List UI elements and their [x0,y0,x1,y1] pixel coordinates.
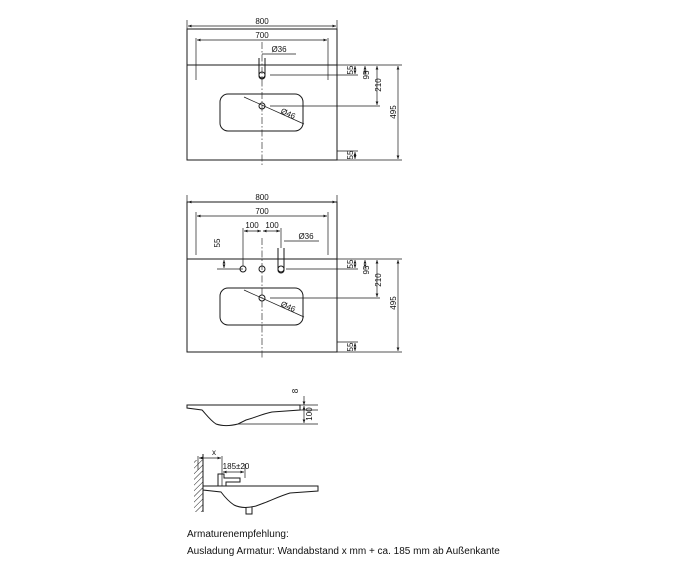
wall-hatch [194,460,203,512]
dim-800-label: 800 [255,193,269,202]
dim-95-label: 95 [362,265,371,274]
dim-700-label: 700 [255,207,269,216]
dim-55-bottom-label: 55 [346,342,355,351]
dim-95-label: 95 [362,70,371,79]
tap-hole-center [258,265,266,273]
drain-pipe [245,507,253,515]
dim-495-label: 495 [389,296,398,310]
drain-hole-dim-label: Ø46 [279,300,297,315]
dim-100-label: 100 [305,407,314,421]
dim-495-label: 495 [389,105,398,119]
fitting-projection-note: Ausladung Armatur: Wandabstand x mm + ca… [187,546,500,557]
tap-hole-right-slot [277,248,285,274]
tap-hole-right [277,265,285,273]
top-view-three-hole: 800 700 100 100 55 Ø36 Ø46 [186,193,402,358]
wall-mount-view: x 185±20 [194,448,319,515]
top-view-single-hole: 800 700 Ø36 Ø46 55 95 210 495 55 [186,17,402,166]
bowl-outline [219,287,304,326]
dim-55-offset-label: 55 [213,238,222,247]
dim-700-label: 700 [255,31,269,40]
tap-hole-dim-label: Ø36 [298,232,314,241]
bowl-outline [219,93,304,132]
tap-hole-left [239,265,247,273]
dim-55-top-label: 55 [346,65,355,74]
dim-8-label: 8 [291,388,300,393]
tap-hole-dim-label: Ø36 [271,45,287,54]
dim-800-label: 800 [255,17,269,26]
dim-210-label: 210 [374,273,383,287]
faucet [217,473,241,487]
basin-section-profile [186,404,301,426]
fitting-recommendation-heading: Armaturenempfehlung: [187,529,289,540]
dim-100-left-label: 100 [245,221,259,230]
drain-hole-dim-label: Ø46 [279,107,297,122]
dim-55-top-label: 55 [346,259,355,268]
drain-hole [258,294,266,302]
dim-55-bottom-label: 55 [346,150,355,159]
dim-210-label: 210 [374,78,383,92]
dim-185-label: 185±20 [223,462,250,471]
dim-x-label: x [212,448,216,457]
basin-profile [202,485,319,508]
drain-hole [258,102,266,110]
side-section-view: 8 100 [186,388,318,426]
dim-100-right-label: 100 [265,221,279,230]
tap-hole [258,71,266,79]
